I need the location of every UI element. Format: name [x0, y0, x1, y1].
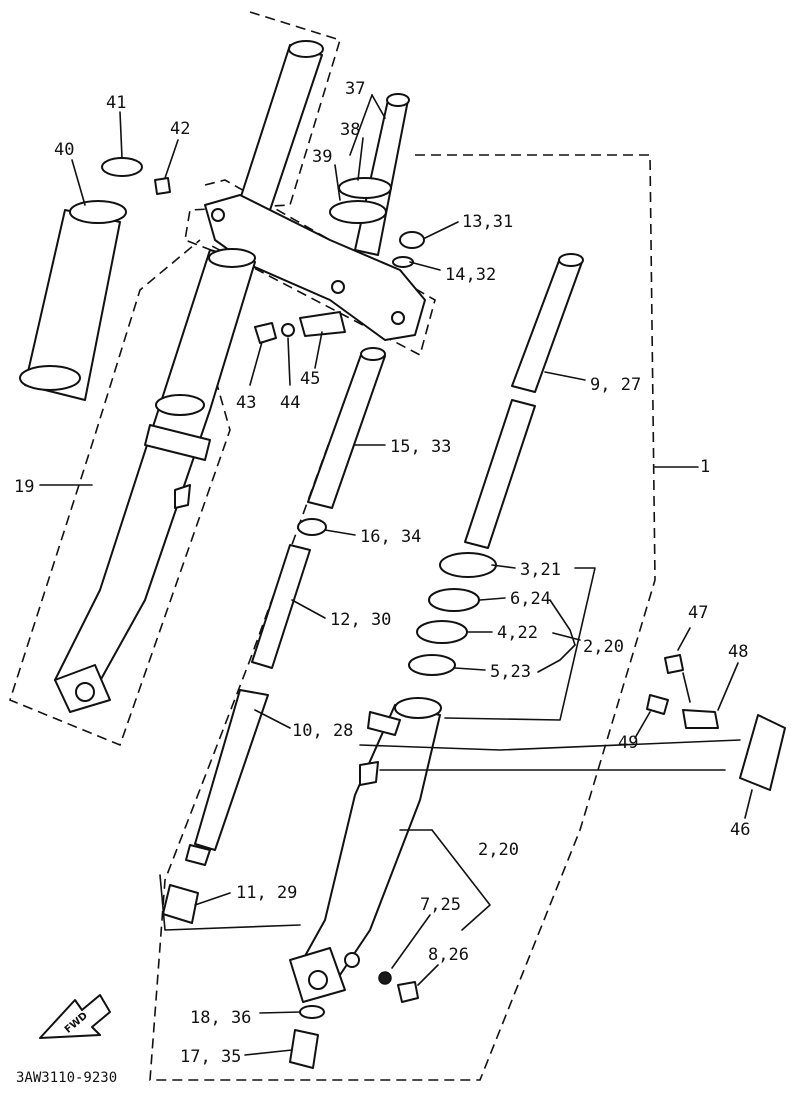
- label-38: 38: [340, 120, 360, 140]
- drawing-code: 3AW3110-9230: [16, 1070, 117, 1086]
- label-46: 46: [730, 820, 750, 840]
- right-inner-tube: [464, 253, 584, 549]
- outline-bracket: [204, 179, 436, 357]
- washer-7: [378, 971, 392, 985]
- label-49: 49: [618, 733, 638, 753]
- damper-rod-end: [185, 844, 211, 866]
- label-8-26: 8,26: [428, 945, 469, 965]
- bracket-hole-mid: [331, 280, 345, 294]
- label-19: 19: [14, 477, 34, 497]
- bracket-48: [682, 709, 719, 729]
- fwd-arrow: FWD: [39, 994, 111, 1039]
- stem-top: [386, 93, 410, 107]
- dust-boot-top: [69, 200, 127, 224]
- label-9-27: 9, 27: [590, 375, 641, 395]
- label-45: 45: [300, 369, 320, 389]
- gasket-18: [299, 1005, 325, 1019]
- fork-cap-bolts: [392, 231, 425, 268]
- label-41: 41: [106, 93, 126, 113]
- label-47: 47: [688, 603, 708, 623]
- left-fork: [19, 40, 426, 713]
- label-43: 43: [236, 393, 256, 413]
- drain-bolt-8: [397, 981, 419, 1003]
- label-11-29: 11, 29: [236, 883, 297, 903]
- damper-rod-10: [194, 689, 269, 851]
- inner-tube-upper-cap: [558, 253, 584, 267]
- drain-hole: [344, 952, 360, 968]
- oil-lock-piece-11: [162, 884, 199, 924]
- label-39: 39: [312, 147, 332, 167]
- label-10-28: 10, 28: [292, 721, 353, 741]
- right-outer-tube-top: [394, 697, 442, 719]
- boot-clamp: [101, 157, 143, 177]
- left-oil-seal: [155, 394, 205, 416]
- reflector-46: [739, 714, 786, 791]
- label-37: 37: [345, 79, 365, 99]
- right-tab: [359, 761, 379, 786]
- left-tab: [174, 484, 191, 509]
- label-44: 44: [280, 393, 300, 413]
- spacer-16: [297, 518, 327, 536]
- label-40: 40: [54, 140, 74, 160]
- bearing-race-lower: [329, 200, 387, 224]
- label-6-24: 6,24: [510, 589, 551, 609]
- label-18-36: 18, 36: [190, 1008, 251, 1028]
- reflector-assembly: [646, 654, 786, 791]
- label-42: 42: [170, 119, 190, 139]
- part-labels: 41 42 40 37 38 39 13,31 14,32 43 44 45 9…: [14, 79, 750, 1067]
- dust-boot-bottom: [19, 365, 81, 391]
- bracket-bolts: [254, 311, 346, 344]
- seals: [408, 552, 497, 676]
- label-12-30: 12, 30: [330, 610, 391, 630]
- cap-bolt: [399, 231, 425, 249]
- label-3-21: 3,21: [520, 560, 561, 580]
- spring-15-top: [360, 347, 386, 361]
- right-outer-tube: [289, 697, 442, 1069]
- label-7-25: 7,25: [420, 895, 461, 915]
- washer-44: [281, 323, 295, 337]
- washer-4: [416, 620, 468, 644]
- left-fork-clamp: [144, 424, 211, 461]
- leader-lines: [39, 94, 753, 1056]
- bolt-17: [289, 1029, 319, 1069]
- left-inner-tube-cap: [288, 40, 324, 58]
- bracket-hole-left: [211, 208, 225, 222]
- outline-right-fork: [149, 154, 656, 1081]
- label-2-20-top: 2,20: [583, 637, 624, 657]
- nut-47: [664, 654, 684, 674]
- clamp-screw: [154, 177, 171, 195]
- label-2-20-bottom: 2,20: [478, 840, 519, 860]
- screw-49: [646, 694, 669, 715]
- fwd-arrow-shape: [39, 994, 111, 1039]
- circlip-3: [439, 552, 497, 578]
- fork-internals: [162, 347, 386, 924]
- bolt-43: [254, 322, 277, 344]
- left-outer-tube-top: [208, 248, 256, 268]
- label-1: 1: [700, 457, 710, 477]
- bearing-race-upper: [338, 177, 392, 199]
- label-17-35: 17, 35: [180, 1047, 241, 1067]
- label-14-32: 14,32: [445, 265, 496, 285]
- label-48: 48: [728, 642, 748, 662]
- label-15-33: 15, 33: [390, 437, 451, 457]
- label-5-23: 5,23: [490, 662, 531, 682]
- oil-seal-6: [428, 588, 480, 612]
- bushing-5: [408, 654, 456, 676]
- bracket-hole-right: [391, 311, 405, 325]
- label-13-31: 13,31: [462, 212, 513, 232]
- label-4-22: 4,22: [497, 623, 538, 643]
- clamp-45: [299, 311, 346, 337]
- spring-12: [251, 544, 311, 669]
- inner-tube-lower: [464, 399, 536, 549]
- right-fork-clamp: [367, 711, 401, 736]
- label-16-34: 16, 34: [360, 527, 421, 547]
- left-axle-hole: [75, 682, 95, 702]
- steering-stem: [329, 93, 410, 256]
- right-axle-hole: [308, 970, 328, 990]
